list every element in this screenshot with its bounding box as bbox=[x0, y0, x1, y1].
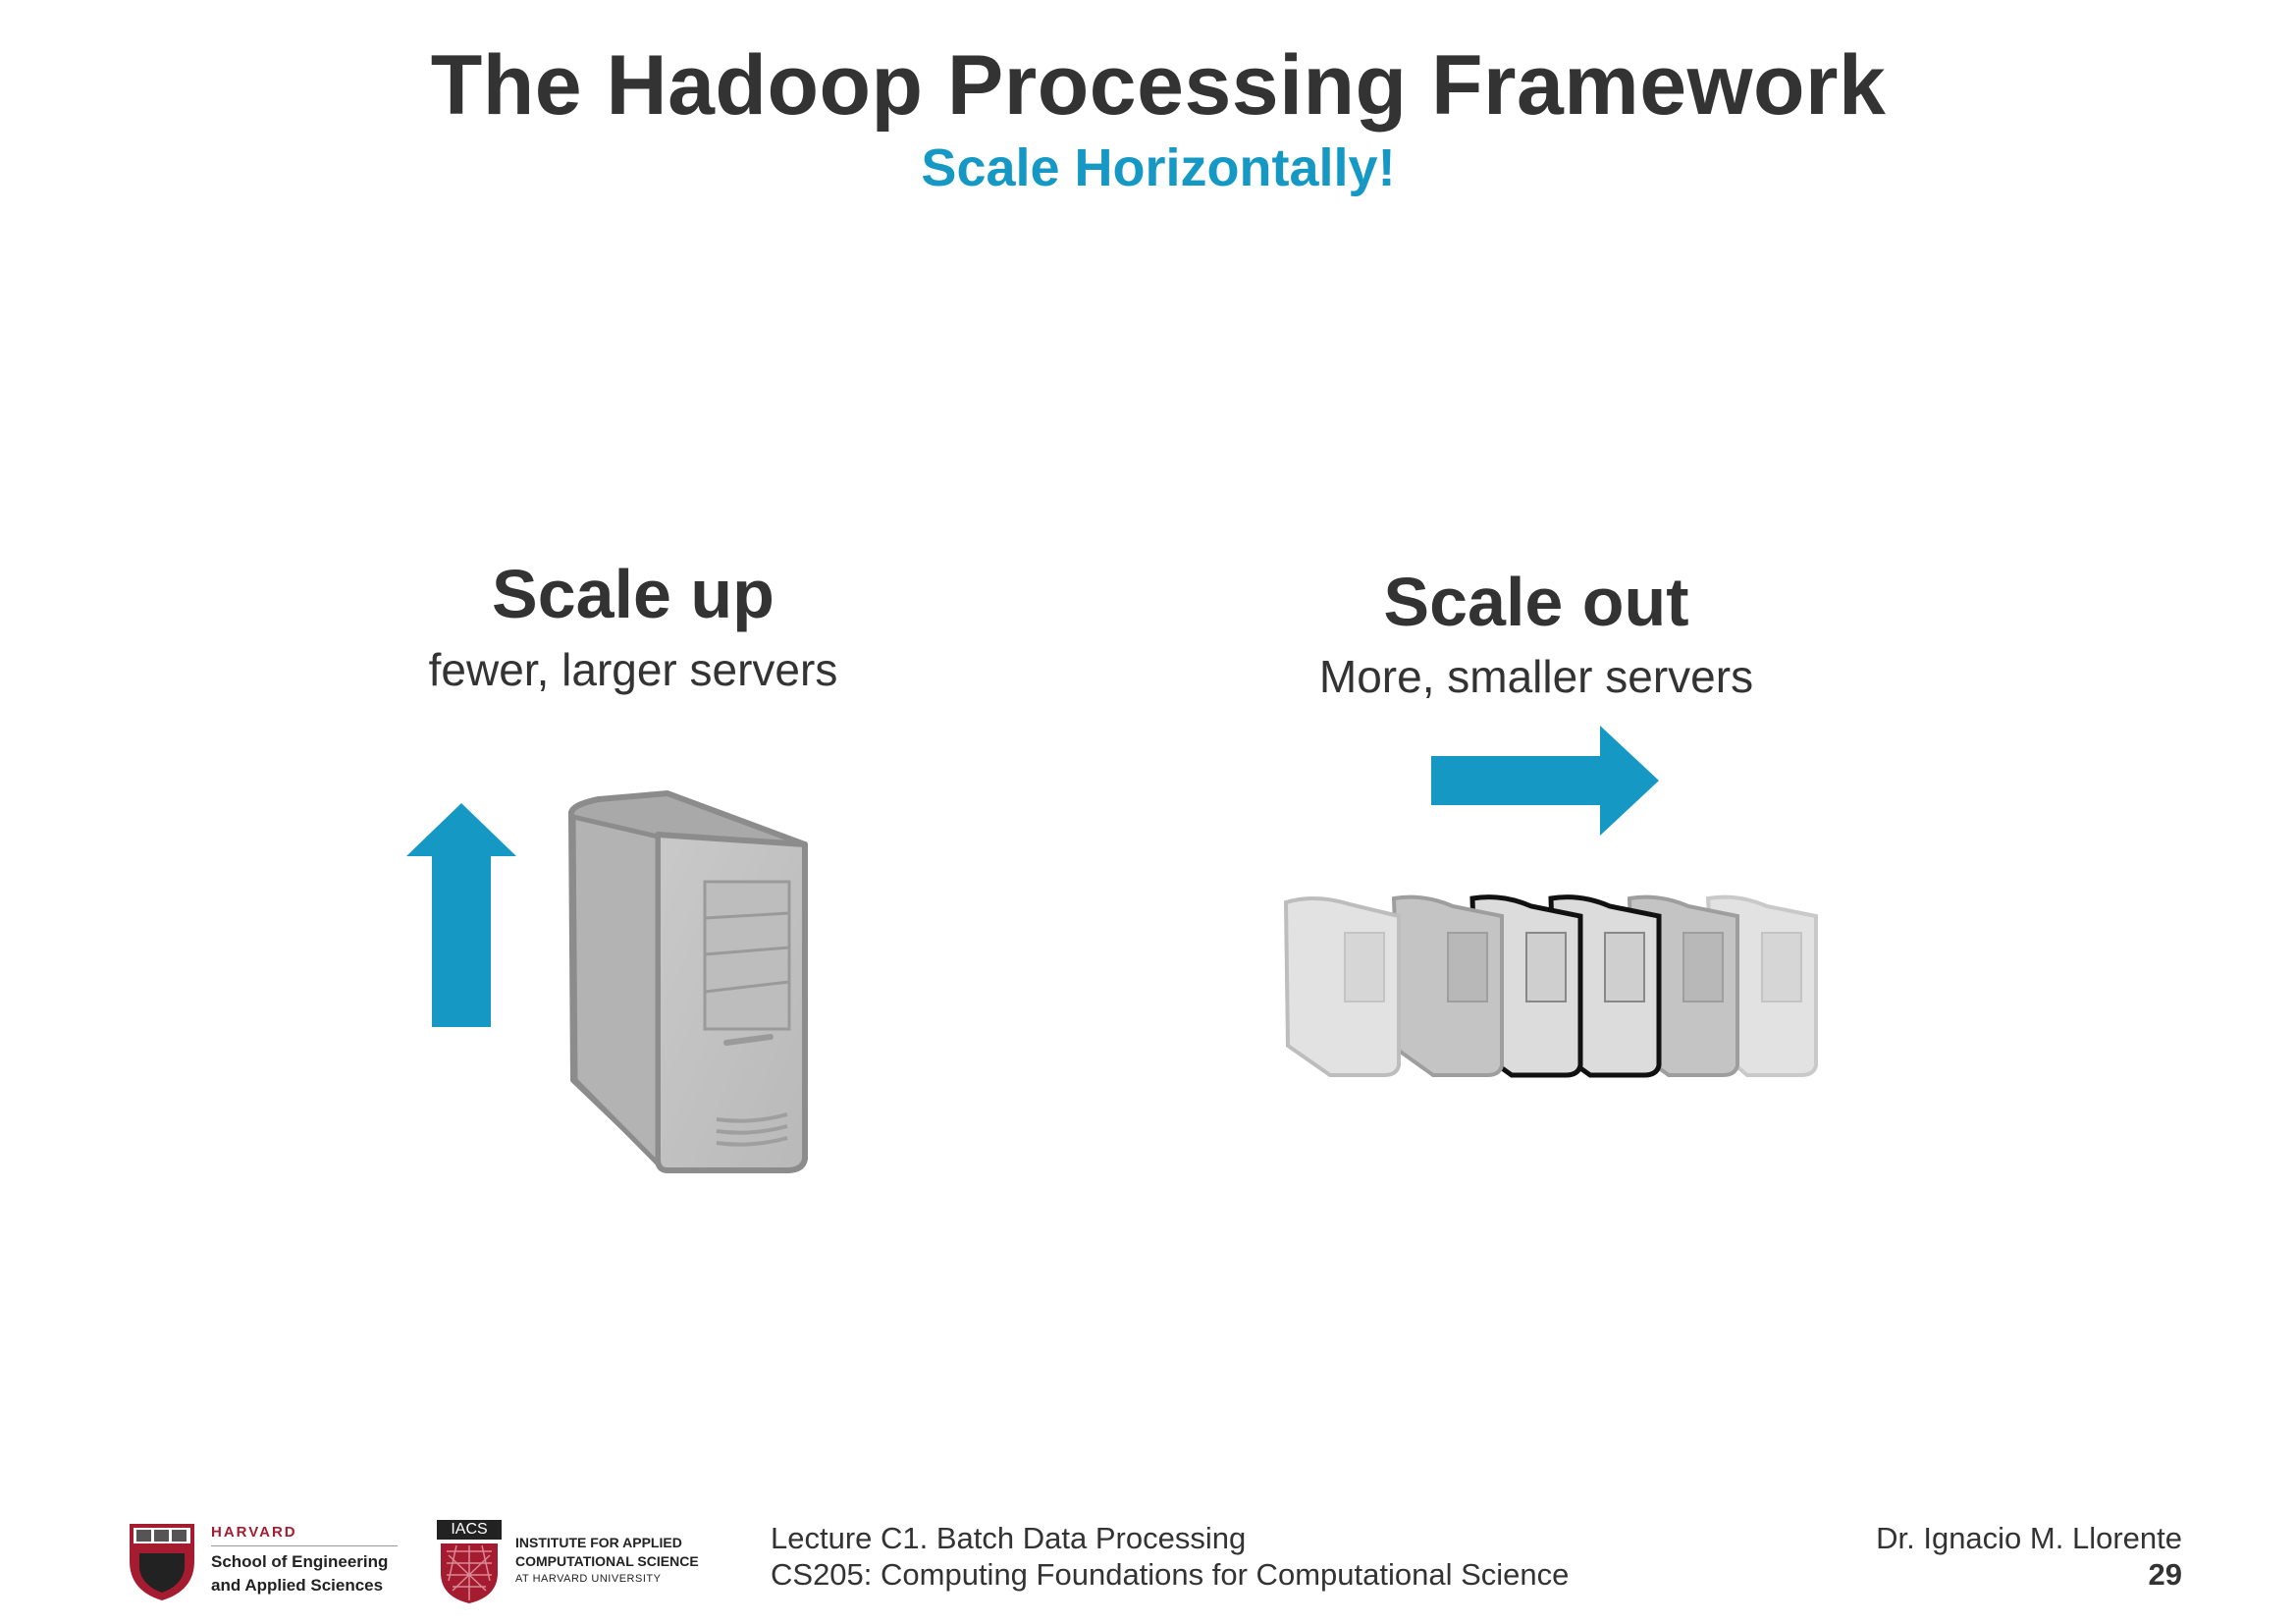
small-server-icon-2 bbox=[1391, 894, 1504, 1077]
footer-lecture: Lecture C1. Batch Data Processing bbox=[771, 1521, 1247, 1555]
scale-up-heading: Scale up bbox=[492, 556, 774, 632]
footer-author: Dr. Ignacio M. Llorente bbox=[1876, 1521, 2182, 1555]
scale-out-subheading: More, smaller servers bbox=[1318, 651, 1754, 702]
iacs-logo: IACS INSTITUTE FOR APPLIED COMPUTATIONAL… bbox=[437, 1520, 731, 1610]
harvard-seas-logo: HARVARD School of Engineering and Applie… bbox=[128, 1522, 412, 1610]
small-server-icon-1 bbox=[1283, 895, 1401, 1077]
slide-title: The Hadoop Processing Framework bbox=[430, 38, 1887, 133]
harvard-wordmark: HARVARD bbox=[211, 1524, 297, 1541]
harvard-school-line1: School of Engineering bbox=[211, 1552, 389, 1571]
large-server-icon bbox=[567, 790, 808, 1173]
iacs-line3: AT HARVARD UNIVERSITY bbox=[515, 1573, 662, 1585]
page-number: 29 bbox=[2148, 1557, 2182, 1592]
harvard-school-line2: and Applied Sciences bbox=[211, 1576, 384, 1595]
iacs-badge: IACS bbox=[437, 1520, 502, 1540]
arrow-right-icon bbox=[1431, 726, 1659, 836]
footer-course: CS205: Computing Foundations for Computa… bbox=[771, 1557, 1570, 1592]
scale-up-subheading: fewer, larger servers bbox=[428, 644, 838, 695]
iacs-line2: COMPUTATIONAL SCIENCE bbox=[515, 1553, 699, 1569]
arrow-up-icon bbox=[406, 803, 516, 1027]
scale-out-heading: Scale out bbox=[1383, 564, 1689, 640]
iacs-shield-icon bbox=[441, 1543, 498, 1603]
harvard-shield-icon bbox=[130, 1524, 194, 1600]
slide-subtitle: Scale Horizontally! bbox=[921, 138, 1396, 197]
server-row-icon bbox=[1283, 894, 1818, 1078]
iacs-line1: INSTITUTE FOR APPLIED bbox=[515, 1535, 682, 1550]
